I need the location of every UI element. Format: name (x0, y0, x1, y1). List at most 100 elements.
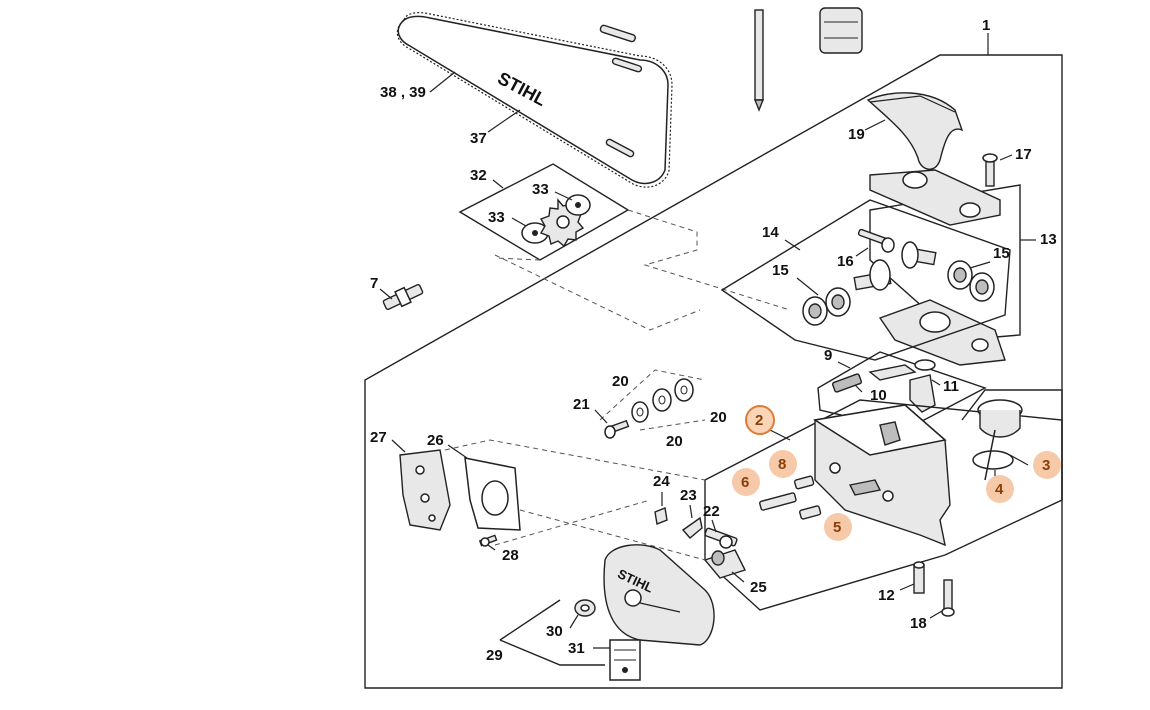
label-27: 27 (370, 429, 387, 446)
leader-7 (379, 288, 393, 300)
leader-3 (1009, 454, 1029, 466)
label-37: 37 (470, 130, 487, 147)
cover-frame-29 (499, 599, 605, 666)
leader-26 (447, 444, 468, 459)
hl-3 (1033, 451, 1061, 479)
washers-20 (631, 378, 694, 423)
leader-30 (569, 614, 579, 629)
leader-23 (689, 504, 693, 519)
pin-16 (857, 228, 895, 253)
leader-32 (492, 179, 504, 189)
grease-tube (819, 7, 863, 54)
label-5: 5 (833, 519, 841, 536)
hl-2 (745, 405, 775, 435)
pump-parts (831, 359, 936, 413)
pin-12 (913, 561, 925, 594)
label-18: 18 (910, 615, 927, 632)
leader-28 (487, 544, 496, 551)
leader-27 (391, 439, 406, 453)
label-31: 31 (568, 640, 585, 657)
label-19: 19 (848, 126, 865, 143)
leader-33a (511, 217, 527, 227)
label-21: 21 (573, 396, 590, 413)
bolt-7 (382, 283, 424, 311)
housing-lower (878, 299, 1006, 366)
leader-11 (931, 379, 941, 386)
label-8: 8 (778, 456, 786, 473)
leader-2 (769, 429, 791, 441)
gear-frame-14 (720, 199, 1011, 361)
label-31 (609, 639, 641, 681)
gasket-26 (464, 457, 521, 531)
leader-15b (969, 261, 991, 269)
label-22: 22 (703, 503, 720, 520)
label-10: 10 (870, 387, 887, 404)
filler-cap (972, 399, 1023, 481)
label-15b: 15 (993, 245, 1010, 262)
label-20c: 20 (666, 433, 683, 450)
gear-shaft (853, 259, 892, 291)
label-14: 14 (762, 224, 779, 241)
leader-3839 (429, 71, 456, 93)
leader-9 (837, 361, 851, 369)
gear-housing (812, 404, 951, 547)
leader-21 (594, 409, 608, 424)
label-3: 3 (1042, 457, 1050, 474)
bearings-left (802, 287, 851, 326)
hl-5 (824, 513, 852, 541)
leader-16 (855, 247, 869, 257)
leader-37 (487, 109, 521, 133)
label-2: 2 (755, 412, 763, 429)
hl-6 (732, 468, 760, 496)
sprocket-washers (521, 194, 591, 248)
leader-33b (554, 191, 573, 201)
housing-frame-3 (961, 389, 1063, 500)
label-9: 9 (824, 347, 832, 364)
leader-10 (854, 384, 863, 393)
label-33a: 33 (488, 209, 505, 226)
label-4: 4 (995, 481, 1004, 498)
gear-cover-19 (866, 92, 964, 170)
nut-30 (574, 599, 596, 617)
file-tool (753, 9, 765, 112)
label-11: 11 (943, 378, 959, 395)
label-1: 1 (982, 17, 990, 34)
leader-14 (784, 239, 801, 251)
chain-cover: STIHL (603, 544, 715, 646)
guide-plate-27 (399, 449, 451, 531)
label-20b: 20 (710, 409, 727, 426)
leader-22 (711, 519, 717, 533)
label-17: 17 (1015, 146, 1032, 163)
leader-18 (929, 610, 943, 619)
tensioner-parts (654, 507, 746, 579)
screw-17 (982, 153, 998, 187)
hl-8 (769, 450, 797, 478)
label-20a: 20 (612, 373, 629, 390)
leader-25 (731, 571, 745, 583)
label-23: 23 (680, 487, 697, 504)
label-32: 32 (470, 167, 487, 184)
leader-17 (999, 154, 1013, 161)
screw-28 (478, 534, 498, 547)
label-29: 29 (486, 647, 503, 664)
assembly-frame (364, 54, 1063, 689)
leader-15a (796, 277, 819, 296)
label-38-39: 38 , 39 (380, 84, 426, 101)
label-24: 24 (653, 473, 670, 490)
label-25: 25 (750, 579, 767, 596)
guide-bar: STIHL (396, 12, 673, 188)
studs-5-6-8 (759, 475, 822, 520)
label-12: 12 (878, 587, 895, 604)
label-33b: 33 (532, 181, 549, 198)
leader-19 (864, 119, 886, 131)
label-15a: 15 (772, 262, 789, 279)
housing-upper (869, 169, 1001, 226)
label-28: 28 (502, 547, 519, 564)
screw-21 (604, 419, 630, 439)
screw-18 (941, 579, 955, 617)
leader-12 (899, 583, 915, 591)
label-7: 7 (370, 275, 378, 292)
label-13: 13 (1040, 231, 1057, 248)
hl-4 (986, 475, 1014, 503)
